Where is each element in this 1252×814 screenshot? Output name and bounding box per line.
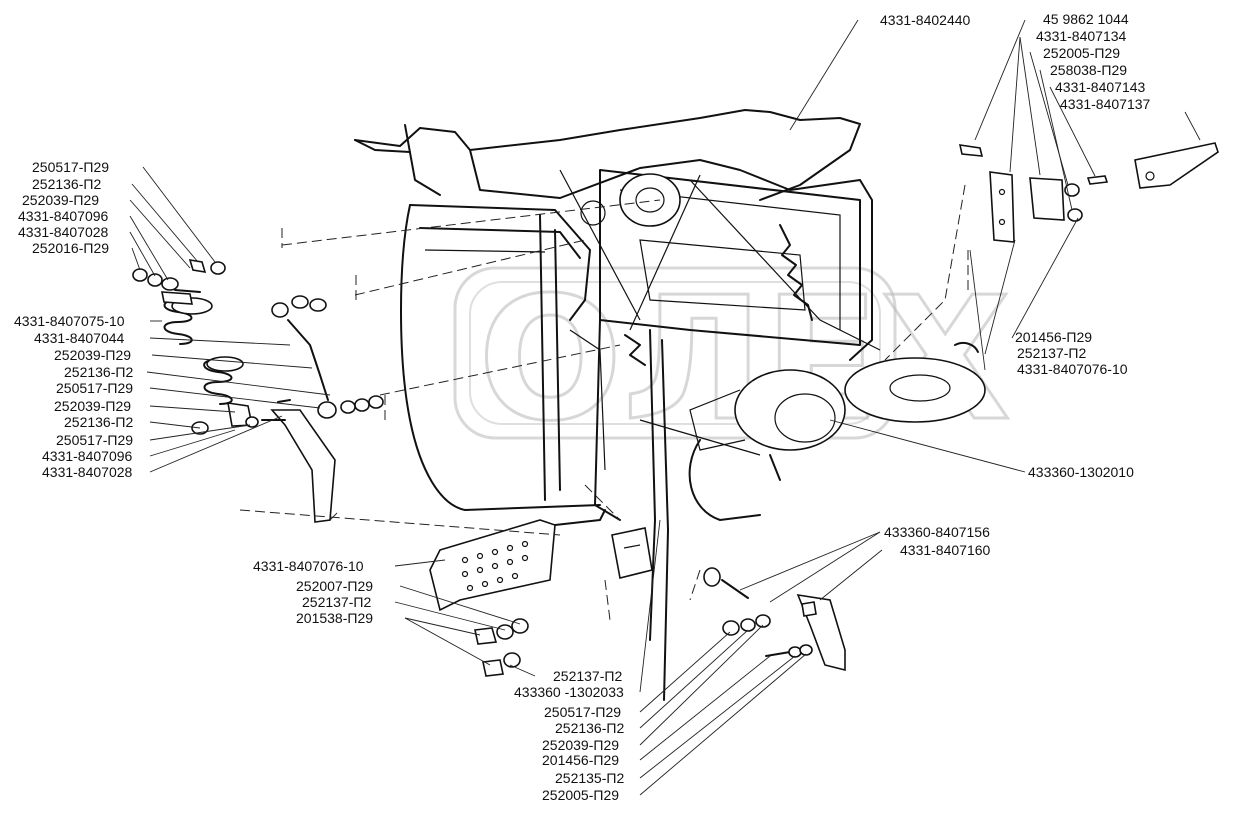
- label-tr2: 4331-8407134: [1036, 28, 1127, 44]
- label-r3: 4331-8407076-10: [1017, 361, 1128, 377]
- label-bl2: 252007-П29: [296, 578, 373, 594]
- label-bl3: 252137-П2: [302, 594, 371, 610]
- label-l16: 4331-8407028: [42, 464, 133, 480]
- right-exploded-parts: [958, 142, 1219, 243]
- part-labels: 4331-8402440 45 9862 1044 4331-8407134 2…: [14, 11, 1151, 803]
- label-tr3: 252005-П29: [1043, 45, 1120, 61]
- label-bc3: 250517-П29: [544, 704, 621, 720]
- label-l15: 4331-8407096: [42, 448, 133, 464]
- label-top-center: 4331-8402440: [880, 12, 971, 28]
- label-l5: 4331-8407028: [18, 224, 109, 240]
- label-l9: 252039-П29: [54, 347, 131, 363]
- label-l3: 252039-П29: [22, 192, 99, 208]
- label-l1: 250517-П29: [32, 159, 109, 175]
- left-exploded-parts: [132, 258, 384, 523]
- label-br2: 4331-8407160: [900, 542, 991, 558]
- label-bl1: 4331-8407076-10: [253, 558, 364, 574]
- label-r2: 252137-П2: [1017, 345, 1086, 361]
- label-l7: 4331-8407075-10: [14, 313, 125, 329]
- label-br1: 433360-8407156: [884, 524, 990, 540]
- label-bl4: 201538-П29: [296, 610, 373, 626]
- label-l11: 250517-П29: [56, 380, 133, 396]
- label-r4: 433360-1302010: [1028, 464, 1134, 480]
- label-l14: 250517-П29: [56, 432, 133, 448]
- label-tr1: 45 9862 1044: [1043, 11, 1129, 27]
- label-l4: 4331-8407096: [18, 208, 109, 224]
- label-l12: 252039-П29: [54, 398, 131, 414]
- label-l8: 4331-8407044: [34, 330, 125, 346]
- label-r1: 201456-П29: [1015, 329, 1092, 345]
- heater-housing: [354, 109, 986, 701]
- label-tr5: 4331-8407143: [1055, 79, 1146, 95]
- label-bc4: 252136-П2: [555, 720, 624, 736]
- label-bc1: 252137-П2: [553, 668, 622, 684]
- label-bc5: 252039-П29: [542, 737, 619, 753]
- label-l13: 252136-П2: [64, 414, 133, 430]
- label-tr4: 258038-П29: [1050, 62, 1127, 78]
- label-bc2: 433360 -1302033: [514, 684, 624, 700]
- label-tr6: 4331-8407137: [1060, 96, 1151, 112]
- assembly-lines: [239, 184, 969, 621]
- label-bc7: 252135-П2: [555, 770, 624, 786]
- label-bc6: 201456-П29: [542, 752, 619, 768]
- label-l2: 252136-П2: [32, 176, 101, 192]
- leader-lines: [129, 19, 1201, 796]
- label-l10: 252136-П2: [64, 364, 133, 380]
- label-bc8: 252005-П29: [542, 787, 619, 803]
- label-l6: 252016-П29: [32, 240, 109, 256]
